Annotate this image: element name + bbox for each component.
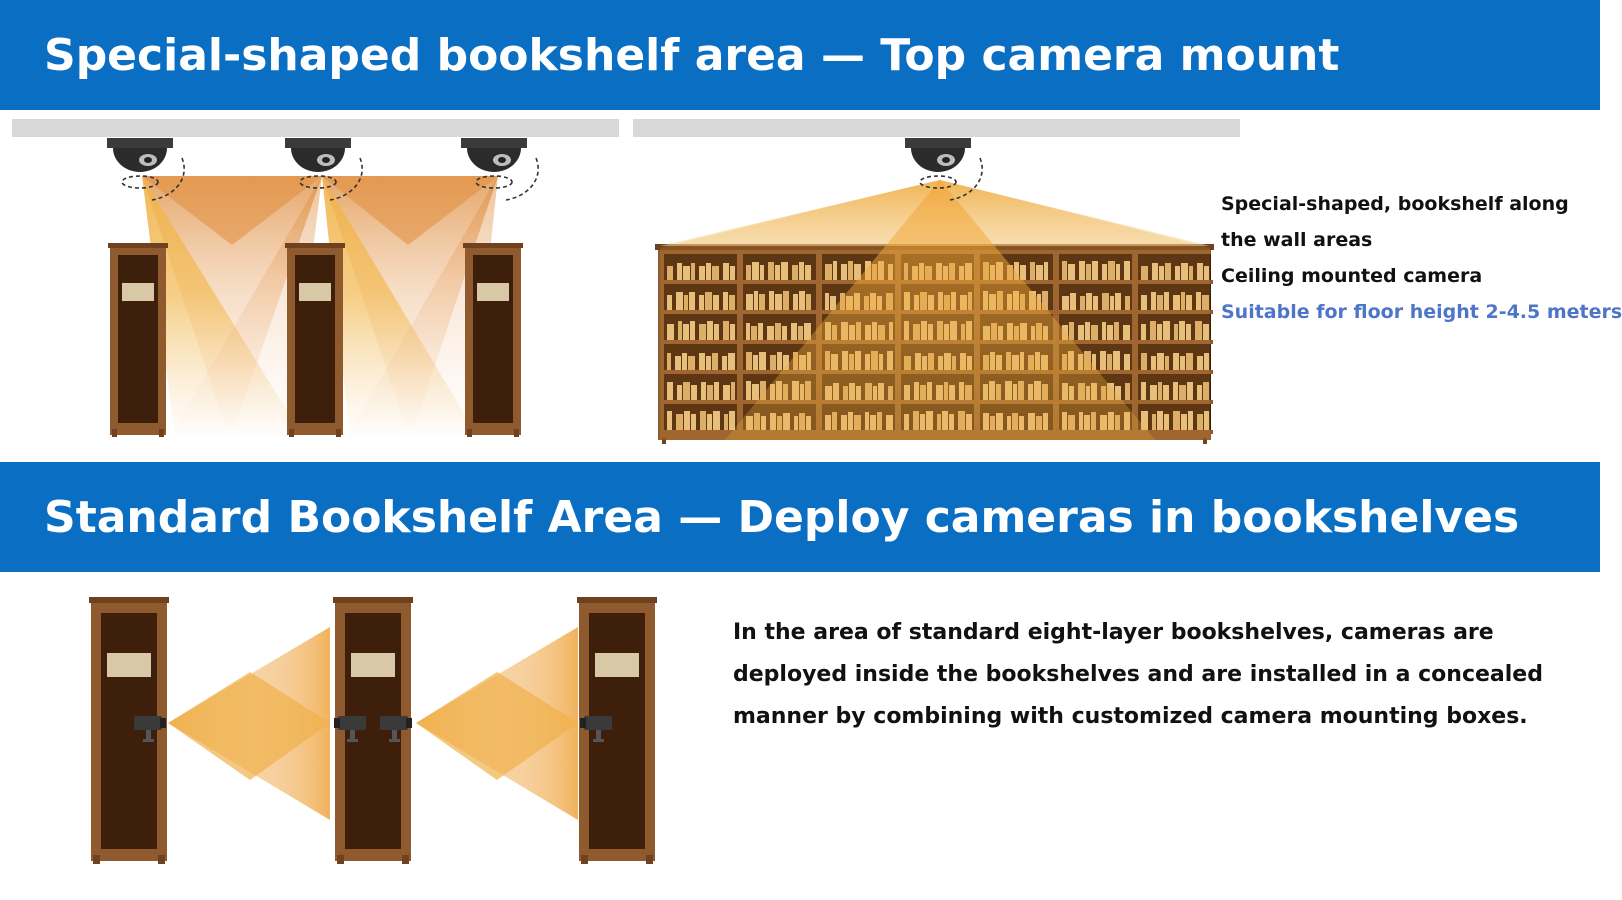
camera-beams-bottom: [168, 627, 578, 820]
dome-camera-icon: [905, 138, 971, 172]
bottom-note-line: In the area of standard eight-layer book…: [733, 620, 1494, 645]
bookshelf-icon: [89, 597, 169, 864]
bottom-note-line: manner by combining with customized came…: [733, 704, 1528, 729]
bookshelf-icon: [463, 243, 523, 437]
box-camera-icon: [134, 716, 166, 742]
camera-beams-top-left: [142, 176, 498, 440]
camera-beams-top-right: [660, 180, 1210, 440]
top-note-line: the wall areas: [1221, 229, 1373, 251]
bottom-section-title: Standard Bookshelf Area — Deploy cameras…: [0, 462, 1600, 572]
bottom-note-line: deployed inside the bookshelves and are …: [733, 662, 1543, 687]
ceiling-bar-right: [633, 119, 1240, 137]
bookshelf-icon: [333, 597, 413, 864]
bookshelf-icon: [285, 243, 345, 437]
box-camera-icon: [334, 716, 366, 742]
bookshelf-icon: [108, 243, 168, 437]
ceiling-bar-left: [12, 119, 619, 137]
rotation-arrow-icon: [121, 157, 185, 201]
bottom-section-notes: In the area of standard eight-layer book…: [733, 612, 1543, 738]
top-note-highlight: Suitable for floor height 2-4.5 meters: [1221, 301, 1622, 323]
top-note-line: Special-shaped, bookshelf along: [1221, 193, 1569, 215]
top-note-line: Ceiling mounted camera: [1221, 265, 1483, 287]
rotation-arrow-icon: [475, 157, 539, 201]
box-camera-icon: [380, 716, 412, 742]
rotation-arrow-icon: [919, 157, 983, 201]
rotation-arrow-icon: [299, 157, 363, 201]
top-section-notes: Special-shaped, bookshelf along the wall…: [1221, 186, 1622, 330]
top-section-title: Special-shaped bookshelf area — Top came…: [0, 0, 1600, 110]
dome-camera-icon: [461, 138, 527, 172]
box-camera-icon: [580, 716, 612, 742]
bookshelf-icon: [577, 597, 657, 864]
dome-camera-icon: [107, 138, 173, 172]
dome-camera-icon: [285, 138, 351, 172]
